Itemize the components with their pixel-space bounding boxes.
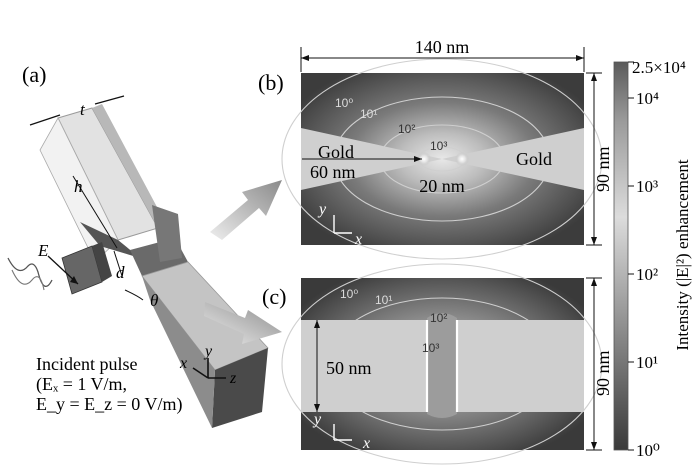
gold-block-right <box>457 320 584 412</box>
panel-label-b: (b) <box>258 70 284 95</box>
dim-d-label: d <box>116 263 125 282</box>
contour-b-1: 10¹ <box>360 107 377 121</box>
gap-label: 20 nm <box>419 176 465 196</box>
axes-a-icon <box>192 358 226 379</box>
dim-h-label: h <box>74 177 83 196</box>
field-e-label: E <box>37 241 49 260</box>
tip-distance-label: 60 nm <box>310 162 356 182</box>
panel-label-c: (c) <box>262 284 286 309</box>
height-label-b: 90 nm <box>593 146 613 192</box>
caption-line3: E_y = E_z = 0 V/m) <box>36 394 182 415</box>
axis-c-x: x <box>362 435 370 452</box>
contour-b-2: 10² <box>398 122 415 136</box>
colorbar-tick-4: 10⁴ <box>636 89 659 108</box>
caption-line2: (Eₓ = 1 V/m, <box>36 374 127 395</box>
colorbar-tick-2: 10² <box>636 265 658 284</box>
colorbar-tick-1: 10¹ <box>636 353 658 372</box>
contour-b-3: 10³ <box>430 139 447 153</box>
colorbar-tick-0: 10⁰ <box>636 441 660 460</box>
width-label-b: 140 nm <box>415 37 470 57</box>
axis-b-y: y <box>317 201 327 218</box>
block-height-label: 50 nm <box>326 358 372 378</box>
axis-a-x: x <box>179 355 187 372</box>
colorbar <box>613 61 629 451</box>
field-map-b <box>281 58 603 260</box>
incident-pulse-icon <box>7 242 112 295</box>
colorbar-title: Intensity (|E|²) enhancement <box>673 159 692 351</box>
arrow-to-c-icon <box>204 302 282 344</box>
colorbar-tick-3: 10³ <box>636 177 658 196</box>
contour-c-2: 10² <box>430 311 447 325</box>
dim-t-label: t <box>80 100 86 119</box>
axis-c-y: y <box>312 411 322 428</box>
colorbar-max-label: 2.5×10⁴ <box>632 58 686 77</box>
dim-theta-label: θ <box>150 291 158 310</box>
contour-c-3: 10³ <box>422 341 439 355</box>
gold-tip-right <box>442 128 584 190</box>
axis-a-y: y <box>203 343 213 360</box>
gold-label-right: Gold <box>516 149 552 169</box>
arrow-to-b-icon <box>210 180 282 240</box>
gold-label-left: Gold <box>318 142 354 162</box>
contour-c-1: 10¹ <box>375 293 392 307</box>
axis-b-x: x <box>354 231 362 248</box>
gold-block-left <box>301 320 427 412</box>
contour-b-0: 10⁰ <box>335 96 353 110</box>
panel-label-a: (a) <box>22 62 46 87</box>
height-label-c: 90 nm <box>593 350 613 396</box>
axis-a-z: z <box>229 370 237 387</box>
bowtie-illustration <box>7 95 269 428</box>
contour-c-0: 10⁰ <box>340 287 358 301</box>
caption-line1: Incident pulse <box>36 354 137 374</box>
field-map-c <box>281 263 603 465</box>
